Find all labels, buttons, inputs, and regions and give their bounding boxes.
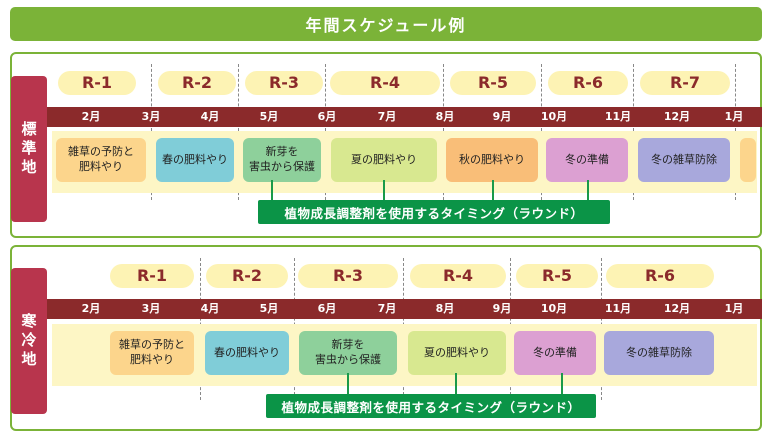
round-pill: R-3 <box>298 264 398 288</box>
round-pill: R-1 <box>58 71 136 95</box>
side-label-standard: 標準地 <box>11 76 47 222</box>
month-label: 11月 <box>604 302 632 315</box>
round-pill: R-2 <box>206 264 288 288</box>
timing-tick <box>271 180 273 202</box>
round-pill: R-6 <box>606 264 714 288</box>
month-label: 3月 <box>141 302 161 315</box>
round-pill: R-4 <box>410 264 506 288</box>
month-label: 12月 <box>663 110 691 123</box>
month-label: 1月 <box>724 302 744 315</box>
round-pill: R-7 <box>640 71 730 95</box>
task-pest-protection: 新芽を 害虫から保護 <box>299 331 397 375</box>
task-weed-prevention: 雑草の予防と 肥料やり <box>110 331 194 375</box>
task-summer-fertilize: 夏の肥料やり <box>408 331 506 375</box>
round-pill: R-5 <box>450 71 536 95</box>
diagram-title: 年間スケジュール例 <box>305 16 467 35</box>
month-label: 7月 <box>377 302 397 315</box>
month-label: 7月 <box>377 110 397 123</box>
month-label: 2月 <box>81 302 101 315</box>
month-bar: 2月 3月 4月 5月 6月 7月 8月 9月 10月 11月 12月 1月 <box>47 299 762 319</box>
month-label: 11月 <box>604 110 632 123</box>
month-label: 4月 <box>200 302 220 315</box>
round-pill: R-2 <box>158 71 236 95</box>
timing-tick <box>561 373 563 395</box>
task-spring-fertilize: 春の肥料やり <box>156 138 234 182</box>
timing-bar: 植物成長調整剤を使用するタイミング（ラウンド） <box>266 394 596 418</box>
task-pest-protection: 新芽を 害虫から保護 <box>243 138 321 182</box>
month-label: 5月 <box>259 110 279 123</box>
round-pill: R-6 <box>548 71 628 95</box>
month-label: 1月 <box>724 110 744 123</box>
month-label: 9月 <box>492 302 512 315</box>
month-label: 10月 <box>540 110 568 123</box>
round-pill: R-4 <box>330 71 440 95</box>
task-continuation <box>740 138 756 182</box>
task-weed-prevention: 雑草の予防と 肥料やり <box>56 138 146 182</box>
round-pill: R-5 <box>516 264 598 288</box>
month-label: 12月 <box>663 302 691 315</box>
month-label: 6月 <box>317 302 337 315</box>
month-label: 4月 <box>200 110 220 123</box>
timing-tick <box>587 180 589 202</box>
task-autumn-fertilize: 秋の肥料やり <box>446 138 538 182</box>
month-label: 8月 <box>435 302 455 315</box>
task-winter-prep: 冬の準備 <box>514 331 596 375</box>
timing-bar: 植物成長調整剤を使用するタイミング（ラウンド） <box>258 200 610 224</box>
month-label: 8月 <box>435 110 455 123</box>
timing-tick <box>347 373 349 395</box>
month-label: 3月 <box>141 110 161 123</box>
round-pill: R-3 <box>245 71 323 95</box>
task-winter-weed: 冬の雑草防除 <box>638 138 730 182</box>
task-winter-weed: 冬の雑草防除 <box>604 331 714 375</box>
month-label: 2月 <box>81 110 101 123</box>
timing-tick <box>455 373 457 395</box>
month-label: 5月 <box>259 302 279 315</box>
side-label-cold: 寒冷地 <box>11 268 47 414</box>
month-label: 6月 <box>317 110 337 123</box>
timing-tick <box>383 180 385 202</box>
month-label: 9月 <box>492 110 512 123</box>
round-pill: R-1 <box>110 264 194 288</box>
month-bar: 2月 3月 4月 5月 6月 7月 8月 9月 10月 11月 12月 1月 <box>47 107 762 127</box>
month-label: 10月 <box>540 302 568 315</box>
title-bar: 年間スケジュール例 <box>10 7 762 41</box>
timing-tick <box>492 180 494 202</box>
task-spring-fertilize: 春の肥料やり <box>205 331 289 375</box>
task-summer-fertilize: 夏の肥料やり <box>331 138 437 182</box>
task-winter-prep: 冬の準備 <box>546 138 628 182</box>
